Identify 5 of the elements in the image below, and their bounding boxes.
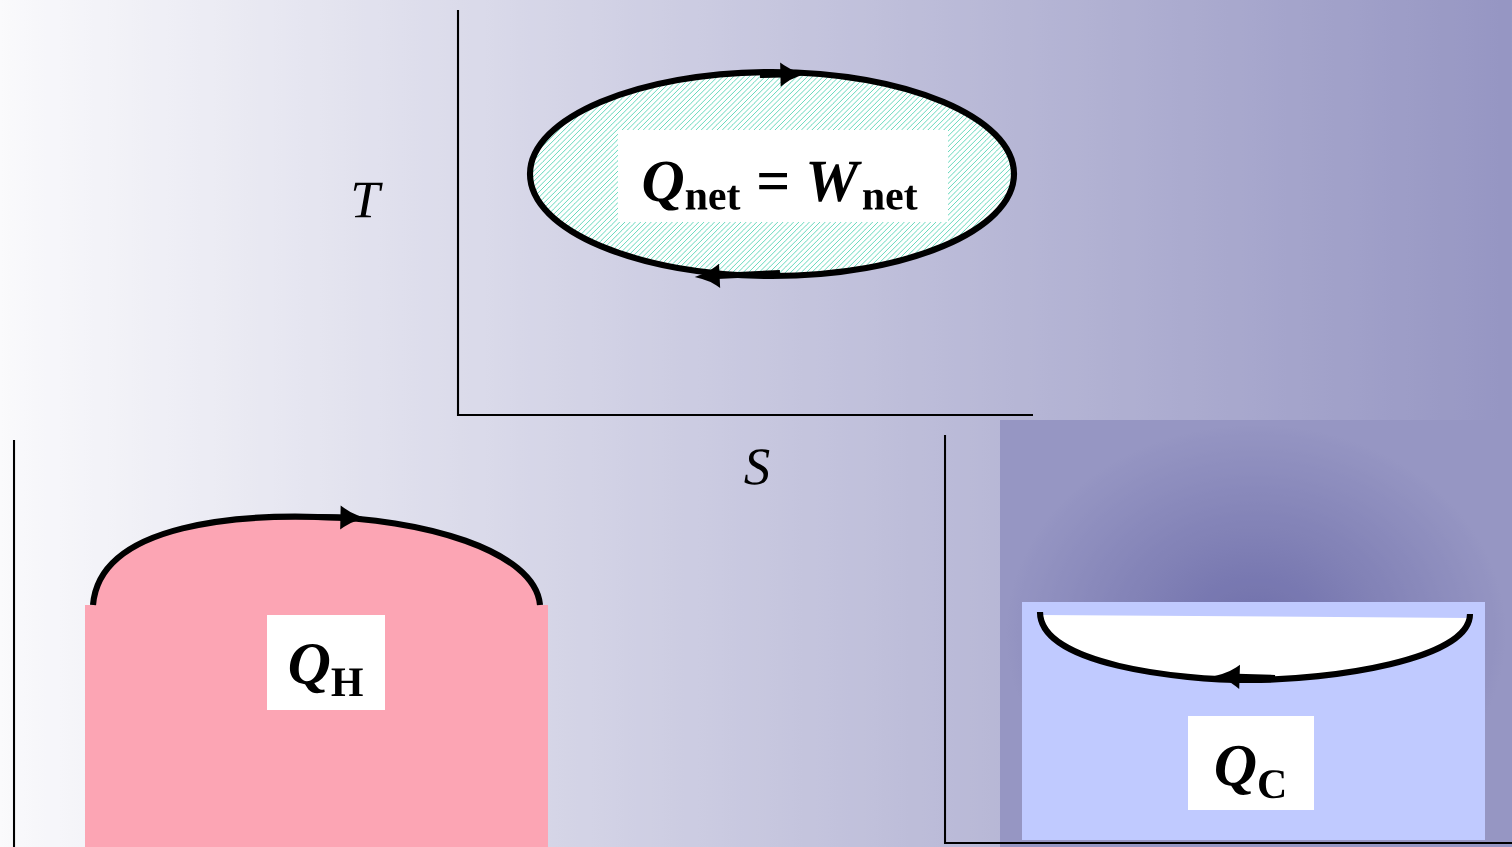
heat-label: Q$_{C}$ xyxy=(1216,745,1285,799)
axis-label: S xyxy=(744,449,770,485)
axis-label: T xyxy=(353,182,383,218)
formula-label: Q$_{net}$ = W$_{net}$ xyxy=(643,161,918,211)
heat-label: Q$_{H}$ xyxy=(289,644,363,696)
